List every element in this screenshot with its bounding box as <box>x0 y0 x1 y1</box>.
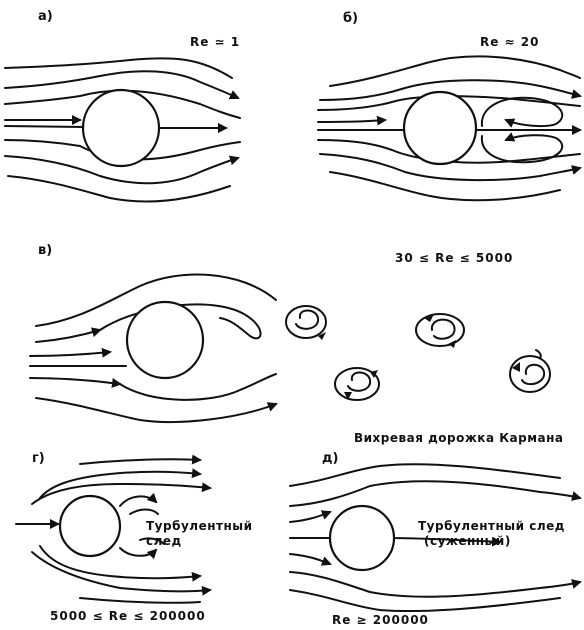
panel-d-letter: д) <box>322 451 338 466</box>
panel-d-reynolds-label: Re ≥ 200000 <box>332 613 429 627</box>
panel-d-streamline <box>290 590 560 611</box>
panel-d-streamline <box>290 554 330 564</box>
panel-g-streamline <box>80 598 200 603</box>
panel-g: г) 5000 ≤ Re ≤ 200000 Турбулентный след <box>16 451 253 623</box>
panel-g-wake-label-line1: Турбулентный <box>146 519 253 533</box>
panel-g-streamline <box>32 552 210 591</box>
panel-v-cylinder <box>127 302 203 378</box>
panel-b-streamline <box>318 120 385 122</box>
panel-d-streamline <box>290 481 580 506</box>
panel-a-cylinder <box>83 90 159 166</box>
panel-v-letter: в) <box>38 243 52 258</box>
panel-g-reynolds-label: 5000 ≤ Re ≤ 200000 <box>50 609 206 623</box>
panel-g-streamline <box>40 546 200 578</box>
panel-d-cylinder <box>330 506 394 570</box>
panel-b: б) Re ≈ 20 <box>318 11 580 200</box>
panel-g-wake-eddy <box>130 510 158 515</box>
panel-b-streamline <box>330 172 560 200</box>
panel-d-wake-label-line2: (суженный) <box>424 534 511 548</box>
panel-a-streamline <box>5 126 84 127</box>
karman-vortex <box>286 306 326 340</box>
panel-g-cylinder <box>60 496 120 556</box>
panel-g-wake-eddy <box>120 548 156 556</box>
panel-g-wake-label-line2: след <box>146 534 182 548</box>
panel-g-streamline <box>80 459 200 464</box>
panel-v-reynolds-label: 30 ≤ Re ≤ 5000 <box>395 251 513 265</box>
panel-b-letter: б) <box>343 11 358 26</box>
panel-a: а) Re ≃ 1 <box>5 9 240 202</box>
panel-d-streamline <box>290 512 330 522</box>
panel-d-streamline <box>290 572 580 597</box>
panel-d-streamline <box>290 464 560 486</box>
panel-v-streamline <box>36 398 276 422</box>
panel-b-recirculation-upper <box>482 98 562 126</box>
panel-d: д) Re ≥ 200000 Турбулентный след (суженн… <box>290 451 580 627</box>
panel-v: в) 30 ≤ Re ≤ 5000 <box>30 243 564 445</box>
panel-d-wake-label-line1: Турбулентный след <box>418 519 565 533</box>
panel-a-reynolds-label: Re ≃ 1 <box>190 35 240 49</box>
panel-v-streamline <box>36 330 100 342</box>
panel-g-letter: г) <box>32 451 45 466</box>
karman-vortex <box>416 314 464 348</box>
panel-v-streamline <box>30 352 110 356</box>
panel-b-recirculation-lower <box>482 135 562 162</box>
panel-a-letter: а) <box>38 9 53 24</box>
panel-v-streamline <box>120 374 276 400</box>
panel-a-streamline <box>5 58 232 78</box>
panel-v-streamline <box>30 378 120 384</box>
panel-g-wake-eddy <box>120 496 156 506</box>
panel-b-reynolds-label: Re ≈ 20 <box>480 35 540 49</box>
karman-vortex-street-caption: Вихревая дорожка Кармана <box>354 431 564 445</box>
karman-vortex <box>335 368 379 400</box>
karman-vortex <box>510 350 550 392</box>
panel-g-streamline <box>32 484 210 504</box>
panel-b-cylinder <box>404 92 476 164</box>
